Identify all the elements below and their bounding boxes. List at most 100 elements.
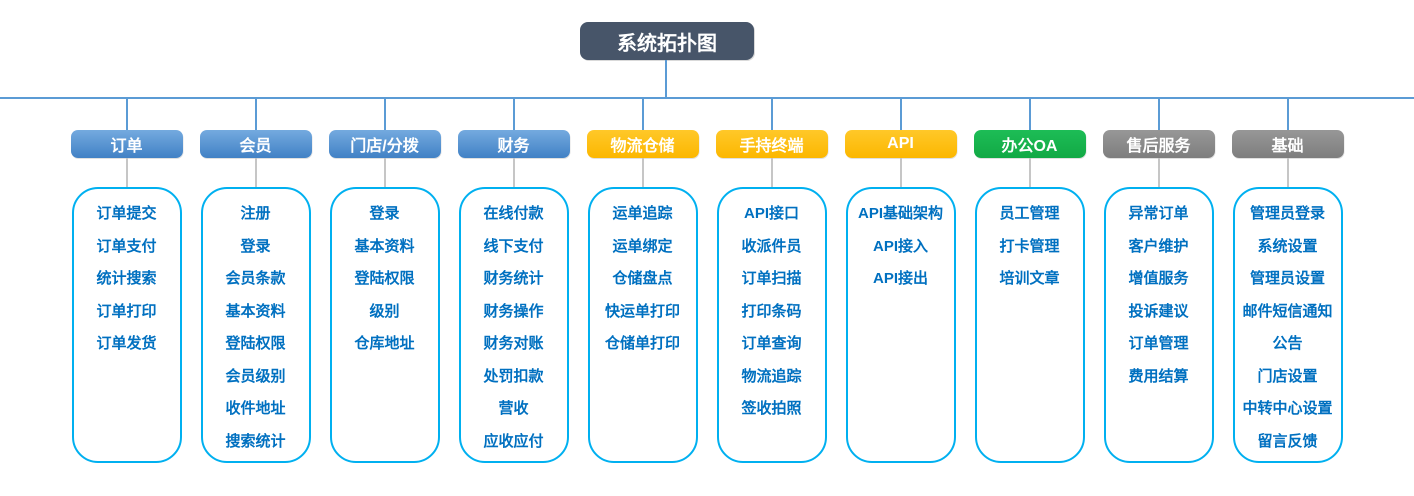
horizontal-connector-line: [0, 97, 1414, 99]
feature-item[interactable]: 运单追踪: [612, 205, 673, 222]
category-header-node[interactable]: API: [844, 130, 957, 158]
items-box: 订单提交订单支付统计搜索订单打印订单发货: [71, 187, 182, 463]
feature-item[interactable]: 费用结算: [1128, 367, 1189, 385]
feature-item[interactable]: 订单扫描: [741, 270, 802, 287]
connector-line-mid: [1286, 158, 1289, 187]
feature-item[interactable]: 系统设置: [1257, 237, 1318, 255]
connector-line-mid: [899, 158, 902, 187]
category-header-node[interactable]: 基础: [1231, 130, 1344, 158]
feature-item[interactable]: 快运单打印: [604, 302, 680, 320]
category-column: 基础管理员登录系统设置管理员设置邮件短信通知公告门店设置中转中心设置留言反馈: [1223, 99, 1352, 463]
feature-item[interactable]: 基本资料: [354, 237, 415, 255]
feature-item[interactable]: 线下支付: [483, 237, 544, 255]
connector-line-mid: [770, 158, 773, 187]
items-box: API基础架构 API接入 API接出: [845, 187, 956, 463]
connector-line-mid: [1157, 158, 1160, 187]
feature-item[interactable]: 财务对账: [483, 335, 544, 352]
category-header-label: 办公OA: [1001, 138, 1058, 155]
feature-item[interactable]: 注册: [240, 205, 271, 222]
feature-item[interactable]: API接入: [872, 237, 928, 255]
category-column: 门店/分拨登录基本资料登陆权限级别仓库地址: [320, 99, 449, 463]
feature-item[interactable]: 异常订单: [1128, 205, 1189, 222]
feature-item[interactable]: 门店设置: [1257, 367, 1318, 385]
connector-line-mid: [641, 158, 644, 187]
connector-line-mid: [383, 158, 386, 187]
items-box: 登录基本资料登陆权限级别仓库地址: [329, 187, 440, 463]
feature-item[interactable]: 在线付款: [483, 205, 544, 222]
feature-item[interactable]: 级别: [369, 302, 400, 320]
connector-line-top: [125, 99, 128, 130]
feature-item[interactable]: 邮件短信通知: [1242, 302, 1333, 320]
feature-item[interactable]: 管理员登录: [1249, 205, 1325, 222]
category-header-node[interactable]: 会员: [199, 130, 312, 158]
feature-item[interactable]: 订单发货: [96, 335, 157, 352]
connector-line-top: [770, 99, 773, 130]
feature-item[interactable]: 搜索统计: [225, 432, 286, 450]
feature-item[interactable]: 处罚扣款: [483, 367, 544, 385]
root-node[interactable]: 系统拓扑图: [580, 22, 754, 60]
connector-line-top: [1157, 99, 1160, 130]
feature-item[interactable]: 基本资料: [225, 302, 286, 320]
category-header-node[interactable]: 办公OA: [973, 130, 1086, 158]
feature-item[interactable]: 客户维护: [1128, 237, 1189, 255]
category-header-label: 售后服务: [1126, 138, 1191, 155]
feature-item[interactable]: 增值服务: [1128, 270, 1189, 287]
connector-line-mid: [125, 158, 128, 187]
feature-item[interactable]: 物流追踪: [741, 367, 802, 385]
category-header-node[interactable]: 售后服务: [1102, 130, 1215, 158]
feature-item[interactable]: 收派件员: [741, 237, 802, 255]
connector-line-mid: [254, 158, 257, 187]
items-box: 运单追踪运单绑定仓储盘点快运单打印仓储单打印: [587, 187, 698, 463]
feature-item[interactable]: 管理员设置: [1249, 270, 1325, 287]
category-column: 办公OA 员工管理打卡管理培训文章: [965, 99, 1094, 463]
feature-item[interactable]: 应收应付: [483, 432, 544, 450]
feature-item[interactable]: 订单查询: [741, 335, 802, 352]
feature-item[interactable]: API基础架构: [857, 205, 943, 222]
feature-item[interactable]: 运单绑定: [612, 237, 673, 255]
category-header-node[interactable]: 手持终端: [715, 130, 828, 158]
feature-item[interactable]: 订单支付: [96, 237, 157, 255]
feature-item[interactable]: 登陆权限: [225, 335, 286, 352]
feature-item[interactable]: 仓储单打印: [604, 335, 680, 352]
feature-item[interactable]: 会员级别: [225, 367, 286, 385]
feature-item[interactable]: 投诉建议: [1128, 302, 1189, 320]
feature-item[interactable]: 登录: [240, 237, 271, 255]
feature-item[interactable]: 登陆权限: [354, 270, 415, 287]
feature-item[interactable]: 培训文章: [999, 270, 1060, 287]
root-connector-line: [665, 60, 667, 99]
feature-item[interactable]: 留言反馈: [1257, 432, 1318, 450]
feature-item[interactable]: 打印条码: [741, 302, 802, 320]
columns-row: 订单订单提交订单支付统计搜索订单打印订单发货会员注册登录会员条款基本资料登陆权限…: [0, 99, 1414, 463]
feature-item[interactable]: 营收: [498, 400, 529, 417]
category-header-node[interactable]: 订单: [70, 130, 183, 158]
feature-item[interactable]: 签收拍照: [741, 400, 802, 417]
category-header-label: 订单: [110, 138, 143, 155]
feature-item[interactable]: 订单提交: [96, 205, 157, 222]
feature-item[interactable]: API接口: [743, 205, 799, 222]
feature-item[interactable]: 打卡管理: [999, 237, 1060, 255]
items-box: 在线付款线下支付财务统计财务操作财务对账处罚扣款营收应收应付: [458, 187, 569, 463]
feature-item[interactable]: 仓储盘点: [612, 270, 673, 287]
feature-item[interactable]: 中转中心设置: [1242, 400, 1333, 417]
category-header-node[interactable]: 门店/分拨: [328, 130, 441, 158]
feature-item[interactable]: 员工管理: [999, 205, 1060, 222]
items-box: 管理员登录系统设置管理员设置邮件短信通知公告门店设置中转中心设置留言反馈: [1232, 187, 1343, 463]
feature-item[interactable]: 会员条款: [225, 270, 286, 287]
category-header-label: 基础: [1271, 138, 1304, 155]
connector-line-top: [641, 99, 644, 130]
category-header-node[interactable]: 财务: [457, 130, 570, 158]
feature-item[interactable]: 财务操作: [483, 302, 544, 320]
feature-item[interactable]: 收件地址: [225, 400, 286, 417]
category-column: 财务在线付款线下支付财务统计财务操作财务对账处罚扣款营收应收应付: [449, 99, 578, 463]
category-header-node[interactable]: 物流仓储: [586, 130, 699, 158]
category-header-label: 门店/分拨: [350, 138, 419, 155]
feature-item[interactable]: 订单管理: [1128, 335, 1189, 352]
feature-item[interactable]: API接出: [872, 270, 928, 287]
feature-item[interactable]: 公告: [1272, 335, 1303, 352]
feature-item[interactable]: 财务统计: [483, 270, 544, 287]
feature-item[interactable]: 登录: [369, 205, 400, 222]
feature-item[interactable]: 统计搜索: [96, 270, 157, 287]
feature-item[interactable]: 订单打印: [96, 302, 157, 320]
feature-item[interactable]: 仓库地址: [354, 335, 415, 352]
